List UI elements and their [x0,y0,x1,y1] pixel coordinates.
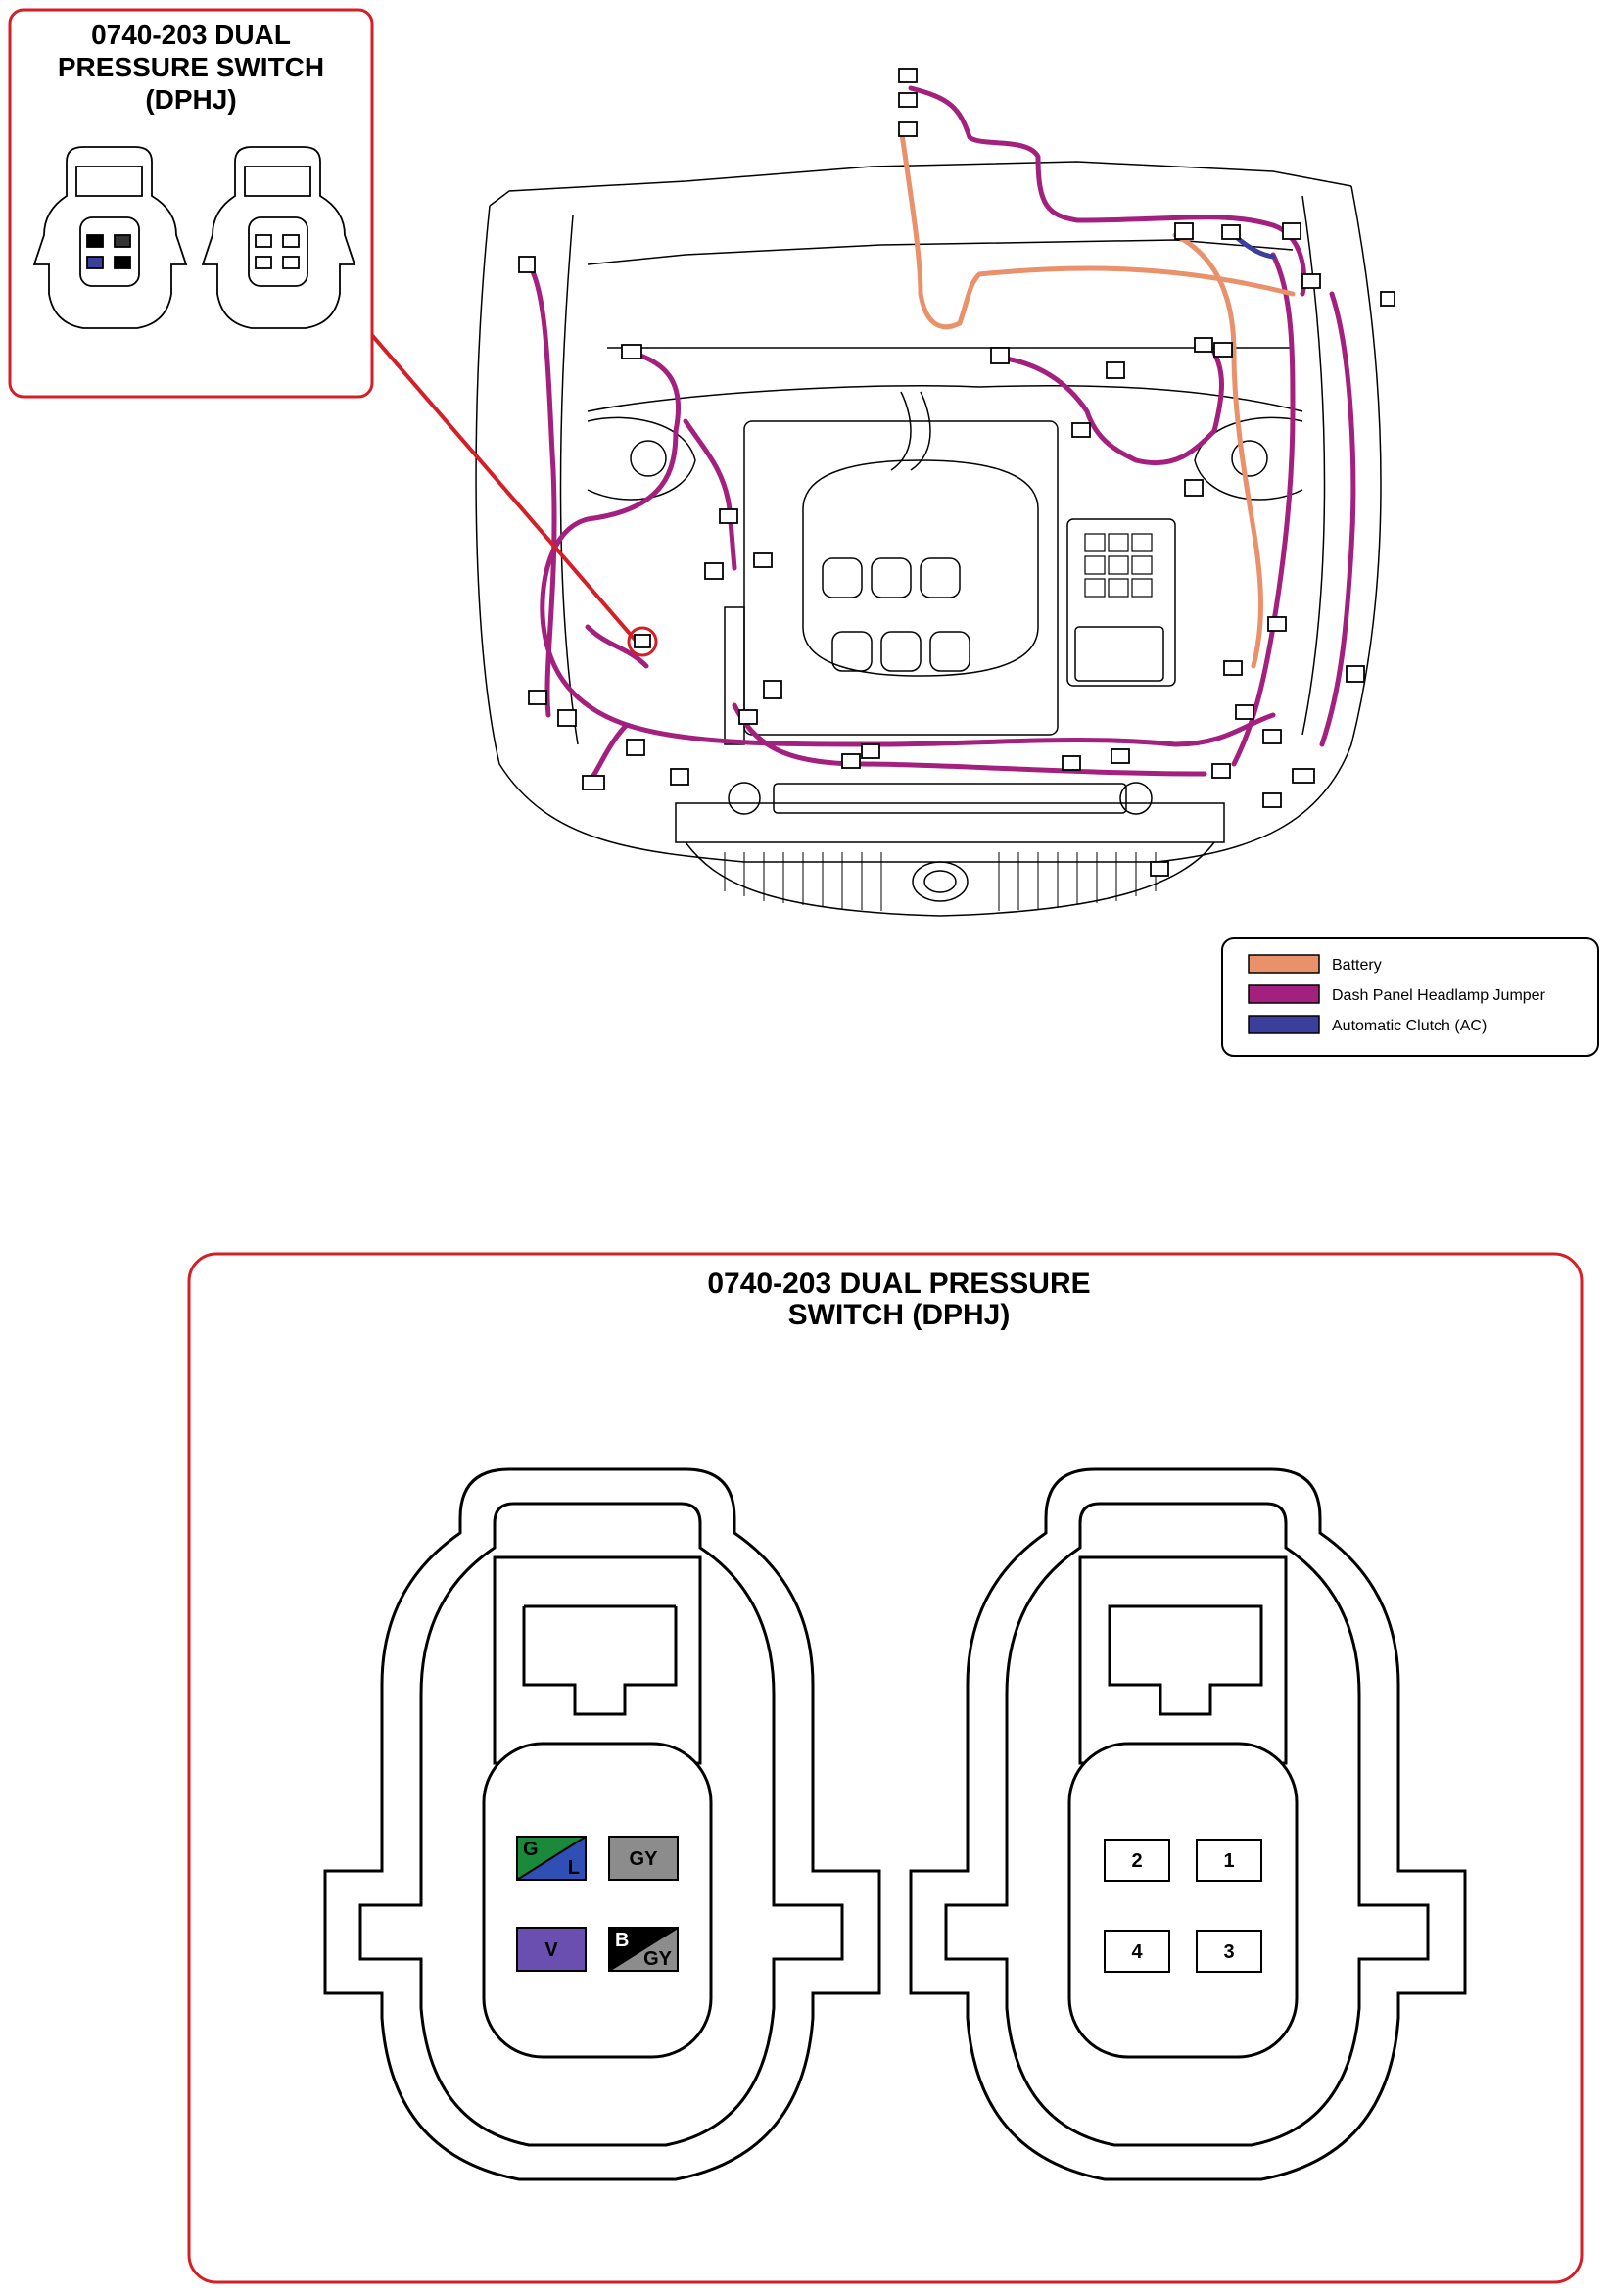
legend-label: Dash Panel Headlamp Jumper [1332,987,1546,1004]
wire-color-pin: V [516,1927,587,1972]
wire-color-pin: GL [516,1836,587,1881]
terminal-pin-number: 1 [1223,1850,1234,1872]
dual-pressure-switch-connector [634,634,651,648]
terminal-pin-number: 2 [1131,1850,1142,1872]
wire-color-pin: GY [608,1836,679,1881]
legend-swatch [1248,954,1320,974]
terminal-pin-number: 3 [1223,1941,1234,1963]
connector-pin-numbers: 2 1 4 3 [909,1467,1467,2181]
battery-harness [898,124,1296,669]
terminal-pin: 2 [1104,1839,1170,1882]
legend-swatch [1248,984,1320,1004]
legend-item: Automatic Clutch (AC) [1248,1015,1487,1034]
pin-main-color [609,1837,678,1880]
inset-connector-terminal-side [201,146,356,329]
pin-color-code: G [523,1839,539,1860]
legend-label: Battery [1332,957,1382,974]
terminal-pin: 4 [1104,1930,1170,1973]
pin-color-code: GY [630,1848,659,1870]
harness-connectors [518,68,1395,877]
legend-swatch [1248,1015,1320,1034]
detail-title-line-2: SWITCH (DPHJ) [788,1299,1011,1331]
callout-highlight-circle [627,626,658,657]
legend-label: Automatic Clutch (AC) [1332,1018,1487,1034]
pin-color-code: V [544,1939,558,1961]
inset-panel [8,8,374,399]
legend-item: Battery [1248,954,1382,974]
engine-bay-illustration [475,161,1382,917]
pin-main-color [517,1928,586,1971]
detail-panel [187,1252,1584,2284]
terminal-pin-number: 4 [1131,1941,1143,1963]
pin-color-code: B [615,1930,629,1951]
legend-item: Dash Panel Headlamp Jumper [1248,984,1546,1004]
inset-title-line-2: PRESSURE SWITCH [58,52,324,82]
callout-leader-line [368,331,638,644]
pin-stripe-code: GY [643,1948,673,1970]
detail-title-line-1: 0740-203 DUAL PRESSURE [707,1268,1090,1300]
pin-stripe-code: L [568,1857,580,1879]
terminal-pin: 3 [1196,1930,1262,1973]
terminal-pin: 1 [1196,1839,1262,1882]
dash-panel-headlamp-jumper-harness [526,85,1356,787]
wire-color-pin: B GY [608,1927,679,1972]
inset-connector-wire-side [32,146,188,329]
inset-title-line-3: (DPHJ) [145,84,236,115]
inset-title-line-1: 0740-203 DUAL [91,20,291,50]
